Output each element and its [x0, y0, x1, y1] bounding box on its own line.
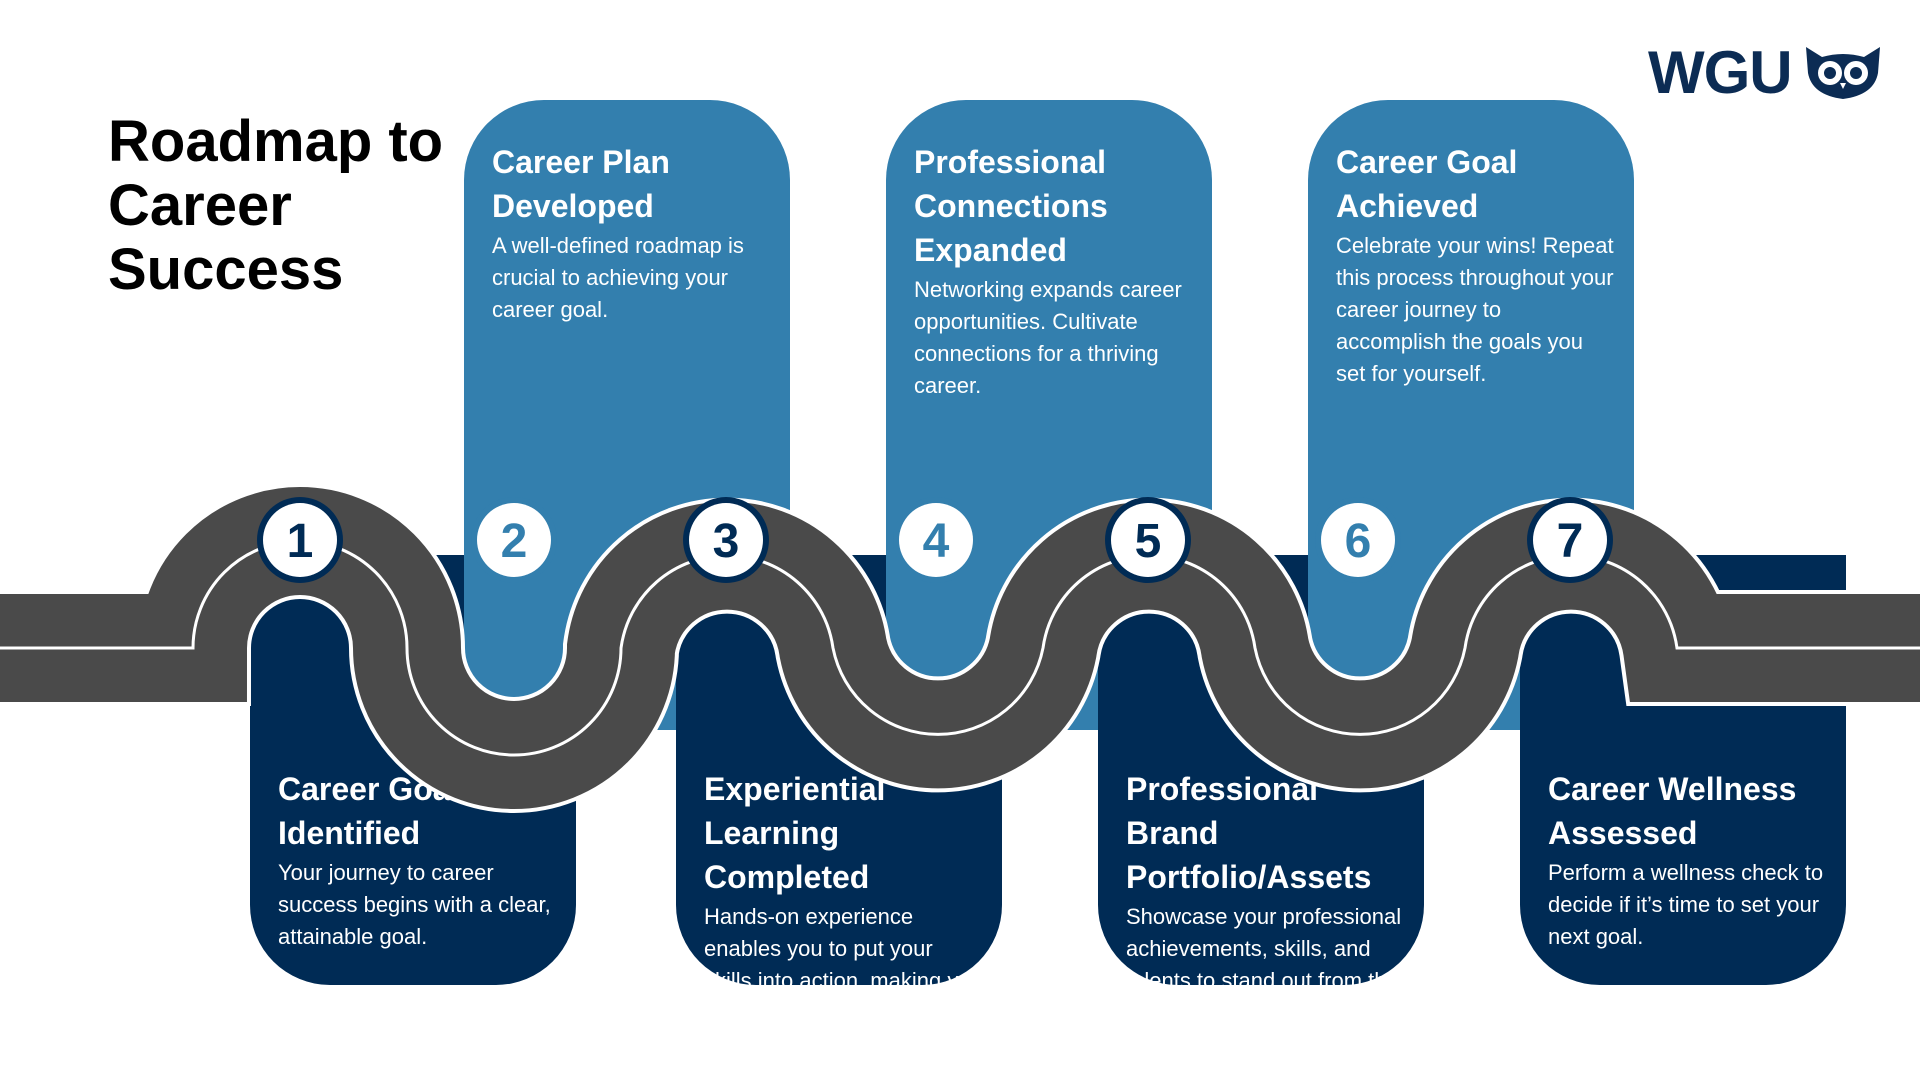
- step-description: A well-defined roadmap is crucial to ach…: [492, 233, 744, 322]
- step-title: Professional Brand Portfolio/Assets: [1126, 771, 1372, 895]
- owl-icon: [1805, 47, 1880, 99]
- step-description: Showcase your professional achievements,…: [1126, 904, 1402, 1025]
- logo-wordmark: WGU: [1648, 38, 1793, 106]
- step-title: Career Goal Achieved: [1336, 144, 1518, 224]
- step-text: Career Plan Developed A well-defined road…: [492, 140, 772, 326]
- step-description: Your journey to career success begins wi…: [278, 860, 551, 949]
- step-title: Career Plan Developed: [492, 144, 670, 224]
- step-title: Experiential Learning Completed: [704, 771, 886, 895]
- page-title: Roadmap to Career Success: [108, 109, 444, 302]
- step-title: Career Goal Identified: [278, 771, 460, 851]
- step-description: Networking expands career opportunities.…: [914, 277, 1182, 398]
- step-description: Celebrate your wins! Repeat this process…: [1336, 233, 1614, 386]
- wgu-logo: WGU: [1648, 38, 1886, 106]
- step-title: Career Wellness Assessed: [1548, 771, 1797, 851]
- step-title: Professional Connections Expanded: [914, 144, 1108, 268]
- step-description: Hands-on experience enables you to put y…: [704, 904, 983, 1057]
- step-description: Perform a wellness check to decide if it…: [1548, 860, 1824, 949]
